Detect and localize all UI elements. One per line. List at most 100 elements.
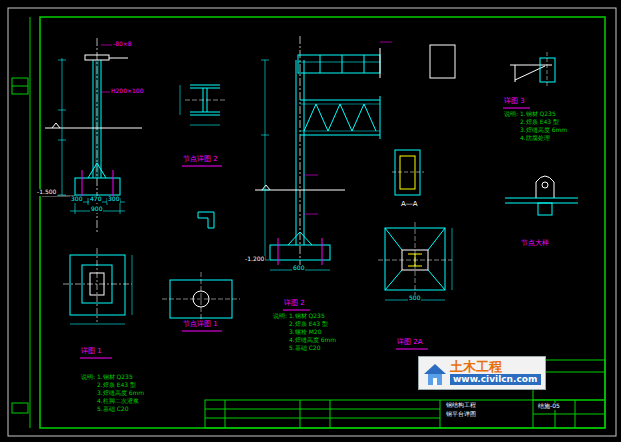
drawing-line	[93, 60, 94, 178]
drawing-rect	[270, 245, 330, 260]
drawing-label: H200×100	[110, 88, 144, 95]
drawing-label: 470	[89, 196, 102, 203]
drawing-label: 钢平台详图	[445, 411, 477, 418]
drawing-line	[300, 36, 301, 272]
drawing-label: 4.焊缝高度 6mm	[288, 337, 337, 344]
drawing-line	[547, 52, 548, 88]
drawing-rect	[12, 78, 28, 94]
drawing-line	[385, 228, 402, 250]
drawing-label: 详图 3	[503, 98, 526, 106]
drawing-label: -1.200	[244, 256, 265, 263]
drawing-g	[180, 85, 225, 166]
drawing-line	[58, 60, 66, 61]
drawing-label: 详图 2	[283, 300, 306, 308]
drawing-line	[261, 190, 269, 191]
drawing-line	[510, 65, 552, 66]
drawing-line	[330, 400, 331, 428]
drawing-label: 5.基础 C20	[288, 345, 321, 352]
drawing-line	[261, 60, 269, 61]
drawing-path	[304, 104, 376, 131]
drawing-line	[58, 110, 66, 111]
drawing-line	[80, 358, 112, 359]
drawing-line	[304, 60, 305, 245]
logo-box: 土木工程www.civilcn.com	[418, 356, 546, 390]
drawing-line	[182, 166, 222, 167]
drawing-line	[300, 400, 301, 428]
drawing-line	[101, 92, 110, 93]
drawing-line	[12, 86, 28, 87]
drawing-label: A—A	[400, 201, 419, 209]
drawing-g	[392, 150, 424, 195]
drawing-rect	[538, 203, 552, 215]
drawing-rect	[85, 55, 109, 60]
drawing-line	[300, 131, 380, 132]
drawing-rect	[70, 255, 125, 315]
drawing-line	[533, 414, 605, 415]
drawing-label: 详图 2A	[396, 339, 423, 347]
drawing-line	[101, 45, 112, 46]
drawing-g	[378, 222, 452, 349]
drawing-line	[503, 108, 530, 109]
drawing-path	[536, 176, 554, 198]
drawing-label: 2.焊条 E43 型	[519, 119, 560, 126]
drawing-line	[300, 100, 380, 101]
house-icon	[422, 361, 448, 387]
drawing-label: 节点详图 2	[182, 156, 219, 164]
drawing-label: 4.柱脚二次灌浆	[96, 398, 140, 405]
drawing-g	[255, 36, 392, 310]
drawing-label: 说明: 1.钢材 Q235	[272, 313, 326, 320]
drawing-line	[300, 135, 380, 136]
drawing-line	[380, 42, 392, 43]
drawing-path	[198, 212, 214, 228]
drawing-line	[97, 38, 98, 232]
drawing-line	[190, 85, 220, 86]
drawing-line	[428, 228, 445, 250]
drawing-path	[88, 163, 106, 178]
drawing-line	[132, 255, 133, 315]
drawing-circle	[542, 182, 548, 188]
drawing-line	[109, 58, 128, 59]
drawing-line	[380, 96, 381, 139]
drawing-line	[515, 65, 516, 82]
drawing-line	[62, 58, 63, 195]
drawing-line	[225, 400, 226, 428]
drawing-line	[440, 400, 441, 428]
drawing-line	[58, 140, 66, 141]
drawing-line	[320, 55, 321, 73]
drawing-line	[298, 62, 380, 63]
drawing-label: 节点详图 1	[182, 321, 219, 329]
drawing-line	[70, 324, 125, 325]
drawing-line	[190, 112, 220, 113]
drawing-line	[180, 85, 181, 115]
drawing-path	[262, 185, 270, 190]
drawing-label: -80×8	[112, 41, 133, 48]
drawing-line	[265, 60, 266, 260]
drawing-label: 节点大样	[520, 240, 550, 248]
drawing-label: 说明: 1.钢材 Q235	[503, 111, 557, 118]
drawing-line	[296, 60, 297, 245]
drawing-label: 300	[107, 196, 120, 203]
drawing-label: 2.焊条 E43 型	[96, 382, 137, 389]
drawing-line	[396, 349, 428, 350]
drawing-label: 3.焊缝高度 6mm	[96, 390, 145, 397]
drawing-label: 600	[292, 265, 305, 272]
drawing-line	[278, 238, 279, 265]
drawing-path	[288, 232, 312, 245]
drawing-label: -1.500	[36, 189, 57, 196]
drawing-line	[162, 299, 240, 300]
drawing-line	[261, 135, 269, 136]
drawing-path	[52, 123, 60, 128]
drawing-line	[205, 409, 440, 410]
drawing-line	[58, 195, 66, 196]
drawing-line	[205, 418, 440, 419]
drawing-line	[30, 17, 31, 428]
drawing-g	[198, 212, 214, 228]
drawing-label: 900	[90, 206, 103, 213]
drawing-line	[101, 60, 102, 178]
drawing-rect	[205, 400, 605, 428]
drawing-line	[322, 238, 323, 265]
drawing-label: 3.焊缝高度 6mm	[519, 127, 568, 134]
drawing-line	[452, 228, 453, 290]
drawing-label: 详图 1	[80, 348, 103, 356]
